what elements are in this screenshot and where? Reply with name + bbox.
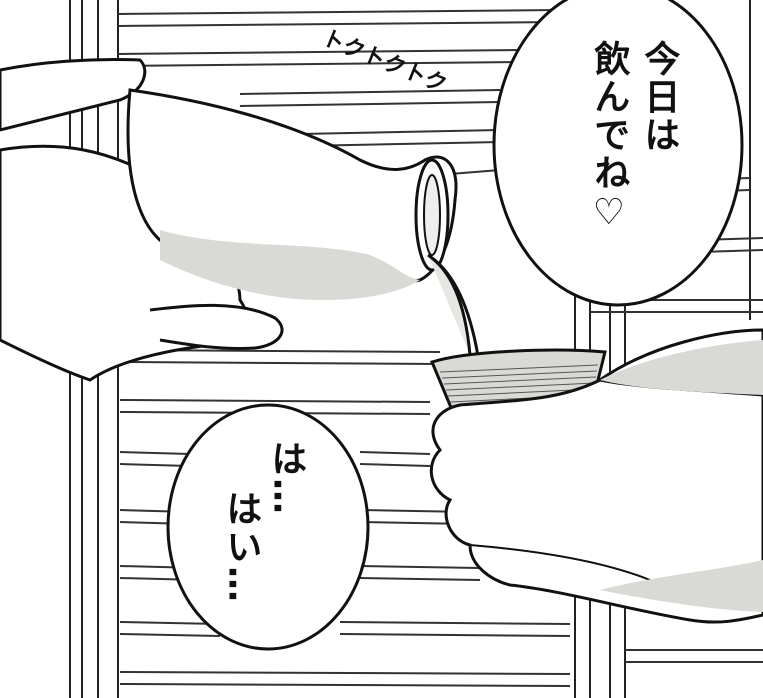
speech-text-speaker-line1: 今日は <box>638 40 680 154</box>
receiving-hand <box>429 328 763 624</box>
speech-bubble-listener <box>166 403 370 651</box>
speech-text-listener-line2: はい… <box>220 490 262 604</box>
speech-bubble-speaker <box>492 0 744 307</box>
speech-text-listener-line1: は… <box>265 440 307 516</box>
speech-text-speaker-line2: 飲んでね♡ <box>588 40 630 235</box>
sake-bottle <box>126 88 458 300</box>
